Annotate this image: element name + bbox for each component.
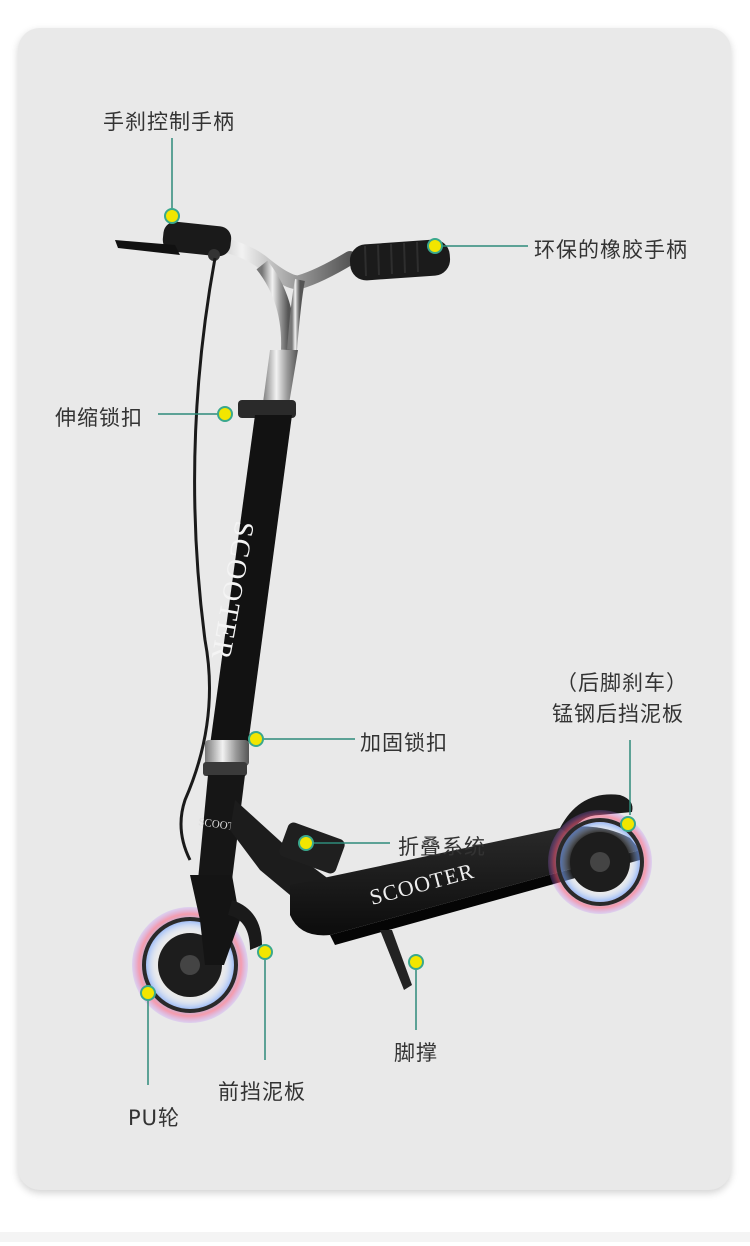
pu-wheel-label: PU轮 bbox=[128, 1106, 181, 1130]
front-fender-label: 前挡泥板 bbox=[218, 1080, 306, 1104]
head-tube bbox=[198, 775, 245, 880]
reinforced-collar bbox=[205, 740, 249, 766]
kickstand bbox=[380, 930, 412, 990]
callout-dots bbox=[140, 208, 636, 1001]
handlebar bbox=[115, 221, 451, 351]
kickstand-label: 脚撑 bbox=[394, 1041, 438, 1065]
rear-fender-label: 锰钢后挡泥板 bbox=[552, 702, 684, 726]
telescopic-clamp bbox=[238, 400, 296, 418]
rubber-grip-label: 环保的橡胶手柄 bbox=[534, 238, 688, 262]
telescopic-lock-label: 伸缩锁扣 bbox=[55, 406, 143, 430]
product-card bbox=[18, 28, 731, 1190]
front-fork bbox=[190, 875, 240, 965]
stem bbox=[208, 415, 292, 760]
reinforced-lock-label: 加固锁扣 bbox=[360, 731, 448, 755]
brake-cable bbox=[179, 257, 217, 861]
callout-lines bbox=[147, 138, 631, 1085]
bottom-strip bbox=[0, 1232, 750, 1242]
folding-system-label: 折叠系统 bbox=[398, 835, 486, 859]
front-fender bbox=[228, 900, 262, 950]
rear-wheel bbox=[548, 810, 652, 914]
rear-brake-note-label: （后脚刹车） bbox=[556, 671, 688, 695]
brake-handle-label: 手刹控制手柄 bbox=[103, 110, 235, 134]
stem-chrome bbox=[262, 350, 298, 410]
